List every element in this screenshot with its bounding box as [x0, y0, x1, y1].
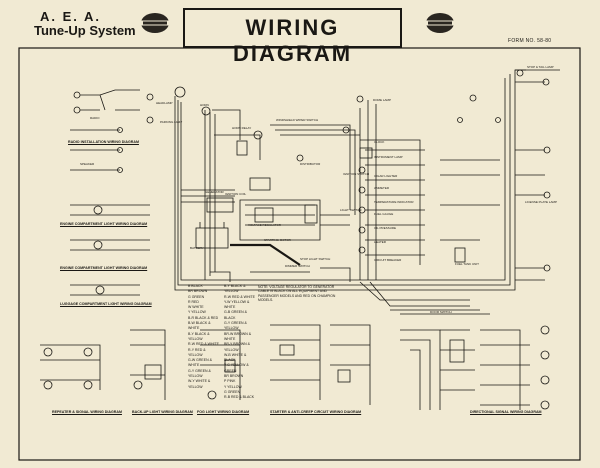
- headlamp-label: HEADLAMP: [156, 101, 173, 105]
- starter-caption: STARTER & ANTI-CREEP CIRCUIT WIRING DIAG…: [270, 410, 362, 414]
- regulator-symbol: [254, 207, 274, 223]
- cigar-lighter-label: CIGAR LIGHTER: [374, 174, 398, 178]
- legend-entry: P PINK: [224, 379, 236, 384]
- repeater-caption: REPEATER & SIGNAL WIRING DIAGRAM: [52, 410, 122, 414]
- legend-entry: R-W RED & WHITE: [224, 294, 255, 299]
- generator-label: GENERATOR: [205, 190, 224, 194]
- regulator-note: NOTE: VOLTAGE REGULATOR TO GENERATOR CAB…: [258, 285, 336, 303]
- legend-entry: Y-G YELLOW & GREEN: [224, 363, 249, 373]
- luggage-light-caption: LUGGAGE COMPARTMENT LIGHT WIRING DIAGRAM: [60, 302, 152, 306]
- left-badge-icon: [141, 13, 169, 33]
- circuit-breaker-label: CIRCUIT BREAKER: [374, 258, 402, 262]
- light-switch-label: LIGHT SWITCH: [340, 208, 362, 212]
- license-lamp-label: LICENSE PLATE LAMP: [525, 200, 557, 204]
- legend-entry: BR-W BROWN & WHITE: [224, 331, 252, 341]
- legend-entry: W WHITE: [188, 305, 204, 310]
- ignition-switch-label: IGNITION SWITCH: [343, 172, 369, 176]
- directional-caption: DIRECTIONAL SIGNAL WIRING DIAGRAM: [470, 410, 542, 414]
- instrument-lamp-label: INSTRUMENT LAMP: [374, 155, 403, 159]
- temperature-label: TEMPERATURE INDICATOR: [374, 200, 414, 204]
- brand-block: A. E. A. Tune-Up System: [34, 10, 136, 38]
- distributor-label: DISTRIBUTOR: [300, 162, 321, 166]
- legend-entry: BR-Y BROWN & YELLOW: [224, 342, 250, 352]
- legend-entry: R-Y RED & YELLOW: [188, 347, 206, 357]
- dimmer-switch-label: DIMMER SWITCH: [285, 264, 310, 268]
- legend-entry: G GREEN: [224, 389, 241, 394]
- legend-entry: W-Y WHITE & YELLOW: [188, 379, 211, 389]
- ammeter-label: AMMETER: [374, 186, 389, 190]
- speaker-label: SPEAKER: [80, 162, 95, 166]
- legend-entry: G-B GREEN & BLACK: [224, 310, 247, 320]
- battery-cable: [230, 243, 301, 266]
- legend-entry: BR BROWN: [224, 374, 244, 379]
- legend-entry: G-Y GREEN & YELLOW: [188, 368, 211, 379]
- form-number: FORM NO. 58-80: [508, 38, 552, 44]
- clock-label: CLOCK: [374, 140, 385, 144]
- legend-entry: R-B RED & BLACK: [224, 395, 255, 400]
- legend-entry: G-W GREEN & WHITE: [188, 358, 212, 368]
- dome-lamp-label: DOME LAMP: [373, 98, 392, 102]
- brand-line-2: Tune-Up System: [34, 23, 136, 38]
- back-up-caption: BACK-UP LIGHT WIRING DIAGRAM: [132, 410, 193, 414]
- legend-entry: Y-W YELLOW & WHITE: [224, 299, 250, 310]
- regulator-label: VOLTAGE REGULATOR: [248, 223, 281, 227]
- horn-label: HORN: [200, 103, 209, 107]
- legend-entry: B-Y BLACK & YELLOW: [224, 284, 246, 294]
- legend-entry: Y YELLOW: [224, 384, 242, 389]
- radio-label: RADIO: [90, 116, 100, 120]
- legend-entry: BR BROWN: [188, 289, 208, 294]
- legend-entry: B-Y BLACK & YELLOW: [188, 331, 210, 341]
- legend-entry: R-W RED & WHITE: [188, 342, 219, 347]
- fog-light-caption: FOG LIGHT WIRING DIAGRAM: [197, 410, 250, 414]
- battery-label: BATTERY: [190, 246, 204, 250]
- legend-column-1: B BLACK BR BROWN G GREEN R RED W WHITE Y…: [188, 284, 220, 390]
- legend-entry: B BLACK: [188, 284, 203, 288]
- main-harness-outline: [174, 69, 526, 291]
- starter-symbol: [304, 204, 318, 224]
- heater-label: HEATER: [374, 240, 386, 244]
- headlamp-symbol: [174, 86, 186, 98]
- legend-entry: G-Y GREEN & YELLOW: [224, 321, 247, 331]
- engine-light-caption-2: ENGINE COMPARTMENT LIGHT WIRING DIAGRAM: [60, 266, 148, 270]
- engine-light-caption: ENGINE COMPARTMENT LIGHT WIRING DIAGRAM: [60, 222, 148, 226]
- legend-entry: W-B WHITE & BLACK: [224, 352, 247, 363]
- fuel-gauge-label: FUEL GAUGE: [374, 212, 394, 216]
- oil-pressure-label: OIL PRESSURE: [374, 226, 397, 230]
- legend-entry: B-W BLACK & WHITE: [188, 321, 211, 331]
- stop-light-switch-label: STOP LIGHT SWITCH: [300, 257, 331, 261]
- door-switch-label: DOOR SWITCH: [430, 310, 452, 314]
- horn-relay-label: HORN RELAY: [232, 126, 252, 130]
- legend-entry: Y YELLOW: [188, 310, 206, 315]
- brand-line-1: A. E. A.: [40, 9, 102, 24]
- ignition-coil-label: IGNITION COIL: [225, 192, 247, 196]
- legend-entry: R RED: [188, 299, 199, 304]
- title-box: WIRING DIAGRAM: [183, 8, 402, 66]
- generator-symbol: [206, 197, 234, 213]
- radio-caption: RADIO INSTALLATION WIRING DIAGRAM: [68, 140, 139, 144]
- fuel-tank-unit-label: FUEL TANK UNIT: [455, 262, 479, 266]
- legend-entry: B-R BLACK & RED: [188, 315, 219, 320]
- starting-motor-label: STARTING MOTOR: [264, 238, 291, 242]
- battery-symbol: [195, 227, 229, 249]
- tail-lamp-label: STOP & TAIL LAMP: [527, 65, 554, 69]
- page-title: WIRING DIAGRAM: [232, 15, 353, 66]
- parking-lamp-label: PARKING LAMP: [160, 120, 183, 124]
- right-badge-icon: [426, 13, 454, 33]
- wiper-label: WINDSHIELD WIPER SWITCH: [276, 118, 319, 122]
- legend-entry: G GREEN: [188, 294, 205, 299]
- drawing-border: [18, 47, 581, 461]
- legend-column-2: B-Y BLACK & YELLOW R-W RED & WHITE Y-W Y…: [224, 284, 256, 401]
